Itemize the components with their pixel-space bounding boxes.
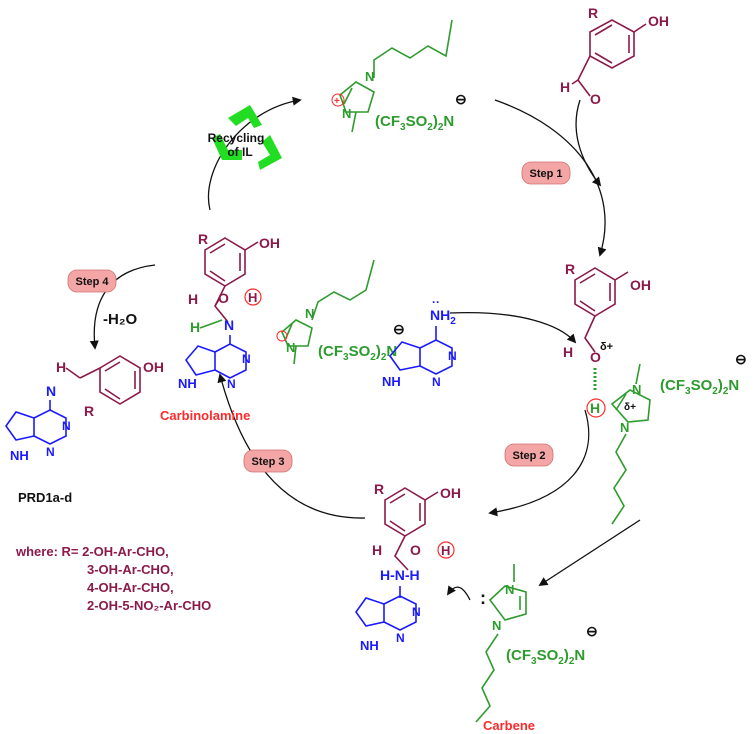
ionic-liquid-top: N N + (CF3SO2)2N ⊖ <box>331 19 467 133</box>
cation-n-top: N <box>365 69 374 84</box>
svg-text:N: N <box>620 420 629 435</box>
svg-text:H: H <box>188 291 198 307</box>
svg-text:H-N-H: H-N-H <box>380 567 420 583</box>
svg-text:N: N <box>396 631 405 645</box>
cation-plus: + <box>334 96 340 107</box>
svg-text:R: R <box>84 403 94 419</box>
svg-text:NH: NH <box>10 448 29 463</box>
svg-text:H: H <box>560 79 570 95</box>
svg-text:N: N <box>305 306 314 321</box>
svg-text:O: O <box>590 349 601 365</box>
ionic-liquid-center: N N (CF3SO2)2N ⊖ <box>276 259 405 365</box>
svg-text:Carbene: Carbene <box>483 718 535 733</box>
svg-text:N: N <box>505 582 514 597</box>
svg-text:N: N <box>412 605 421 619</box>
svg-text:H: H <box>563 344 573 360</box>
svg-text:N: N <box>62 419 71 433</box>
svg-text:where: R= 2-OH-Ar-CHO,: where: R= 2-OH-Ar-CHO, <box>15 544 169 559</box>
svg-text:O: O <box>590 91 601 107</box>
svg-text:H: H <box>248 290 257 305</box>
svg-text:N: N <box>286 340 295 355</box>
zwitterion-complex: R OH H O H H-N-H N N NH <box>355 481 461 653</box>
svg-text:(CF3SO2)2N: (CF3SO2)2N <box>506 647 585 667</box>
svg-text:N: N <box>224 317 234 333</box>
step3-badge: Step 3 <box>243 449 293 473</box>
svg-text:OH: OH <box>259 235 280 251</box>
svg-text:NH2: NH2 <box>430 307 456 327</box>
cation-n-bottom: N <box>342 106 351 121</box>
activated-aldehyde: R OH H O δ+ H N δ+ N (CF3SO2)2N ⊖ <box>563 261 747 525</box>
svg-text:OH: OH <box>648 13 669 29</box>
svg-text:N: N <box>227 377 236 391</box>
step4-badge: Step 4 <box>67 269 117 293</box>
arrow-aldehyde-in <box>575 99 602 187</box>
substituent-legend: where: R= 2-OH-Ar-CHO, 3-OH-Ar-CHO, 4-OH… <box>15 544 211 613</box>
anion-top: (CF3SO2)2N ⊖ <box>375 91 467 133</box>
water-loss: -H₂O <box>103 311 137 328</box>
svg-text:R: R <box>565 261 575 277</box>
arrow-step2 <box>488 409 590 517</box>
svg-text:Step 4: Step 4 <box>75 276 109 288</box>
svg-text:O: O <box>218 290 229 306</box>
svg-text:H: H <box>441 543 450 558</box>
svg-text:3-OH-Ar-CHO,: 3-OH-Ar-CHO, <box>87 562 174 577</box>
aminopyrrolopyrimidine: NH2 ·· N N NH <box>382 295 457 389</box>
svg-text:NH: NH <box>178 376 197 391</box>
svg-text:R: R <box>198 231 208 247</box>
svg-text:δ+: δ+ <box>600 341 613 353</box>
svg-text:H: H <box>190 319 200 335</box>
svg-text:H: H <box>56 359 66 375</box>
svg-text:Step 2: Step 2 <box>512 450 545 462</box>
svg-text:⊖: ⊖ <box>393 321 405 337</box>
svg-text:of IL: of IL <box>227 145 252 159</box>
arrow-recycle <box>207 96 302 211</box>
imine-product: H OH R N N N NH PRD1a-d <box>5 355 164 505</box>
svg-text:Step 3: Step 3 <box>251 456 284 468</box>
svg-text:O: O <box>410 542 421 558</box>
svg-text:N: N <box>46 383 56 399</box>
aldehyde-reactant: R OH H O <box>560 5 669 107</box>
arrow-to-carbene <box>538 519 641 586</box>
recycle-icon: Recycling of IL <box>208 105 282 170</box>
svg-text:⊖: ⊖ <box>586 623 598 639</box>
svg-text:Recycling: Recycling <box>208 131 265 145</box>
carbinolamine-structure: R OH H O H H N N N NH Carbinolamine <box>160 231 280 423</box>
svg-text:Step 1: Step 1 <box>529 168 562 180</box>
svg-text:N: N <box>46 445 55 459</box>
svg-text:··: ·· <box>432 295 440 309</box>
svg-text:N: N <box>448 349 457 363</box>
svg-text:(CF3SO2)2N: (CF3SO2)2N <box>660 377 739 397</box>
svg-text:R: R <box>588 5 598 21</box>
svg-text:(CF3SO2)2N: (CF3SO2)2N <box>318 343 397 363</box>
svg-text:OH: OH <box>440 485 461 501</box>
svg-text:R: R <box>374 481 384 497</box>
svg-text:OH: OH <box>143 359 164 375</box>
svg-text:N: N <box>432 375 441 389</box>
svg-text:δ+: δ+ <box>624 402 636 413</box>
step2-badge: Step 2 <box>504 443 554 467</box>
svg-text:2-OH-5-NO₂-Ar-CHO: 2-OH-5-NO₂-Ar-CHO <box>87 598 211 613</box>
svg-text:⊖: ⊖ <box>455 91 467 107</box>
svg-text:⊖: ⊖ <box>735 351 747 367</box>
svg-text:NH: NH <box>360 638 379 653</box>
svg-text:OH: OH <box>630 277 651 293</box>
svg-text:NH: NH <box>382 374 401 389</box>
svg-text:H: H <box>372 542 382 558</box>
carbene-structure: : N N (CF3SO2)2N ⊖ Carbene <box>446 564 598 733</box>
arrow-amine-attack <box>449 311 577 344</box>
svg-text:H: H <box>590 400 600 416</box>
arrow-step3 <box>217 373 366 519</box>
svg-text::: : <box>480 588 486 608</box>
svg-text:4-OH-Ar-CHO,: 4-OH-Ar-CHO, <box>87 580 174 595</box>
step1-badge: Step 1 <box>521 161 571 185</box>
svg-text:(CF3SO2)2N: (CF3SO2)2N <box>375 113 454 133</box>
svg-text:N: N <box>492 618 501 633</box>
svg-text:N: N <box>242 352 251 366</box>
svg-text:N: N <box>632 382 641 397</box>
svg-text:Carbinolamine: Carbinolamine <box>160 408 250 423</box>
svg-text:PRD1a-d: PRD1a-d <box>18 490 72 505</box>
